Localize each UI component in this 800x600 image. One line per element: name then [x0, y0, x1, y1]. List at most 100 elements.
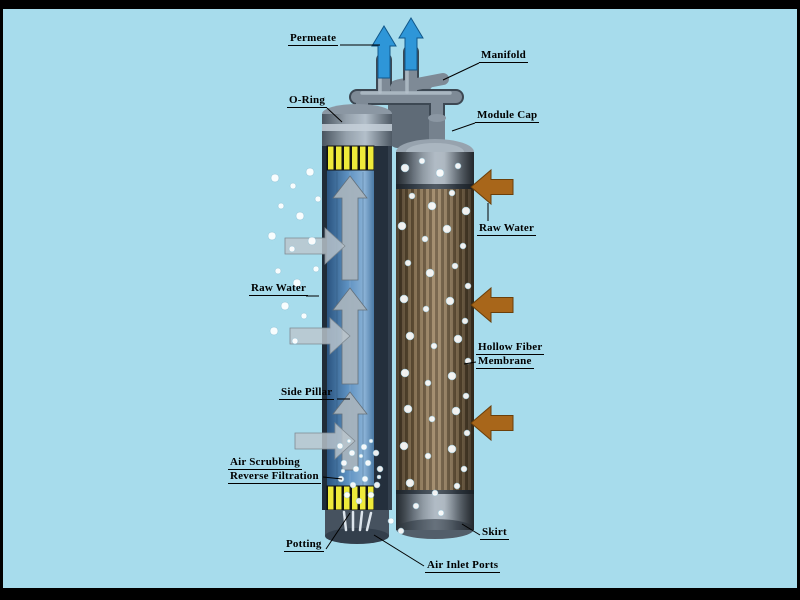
bubble — [453, 334, 463, 344]
label-o-ring: O-Ring — [287, 94, 328, 108]
permeate-arrow-icon — [371, 25, 397, 79]
bubble — [447, 444, 457, 454]
bubble — [368, 438, 374, 444]
feed-arrow-icon — [284, 227, 346, 265]
bubble — [405, 331, 415, 341]
label-hollow-fiber-line1: Hollow Fiber — [476, 341, 545, 355]
bubble — [430, 342, 438, 350]
bubble — [448, 189, 456, 197]
bubble — [461, 317, 469, 325]
label-hollow-fiber-line2: Membrane — [476, 355, 534, 369]
o-ring-band — [322, 124, 392, 131]
feed-arrows — [284, 227, 356, 460]
label-raw-water-right-text: Raw Water — [477, 222, 537, 236]
bubble — [428, 415, 436, 423]
potting-band-top — [326, 145, 375, 171]
potting-band-bottom — [326, 485, 375, 511]
leader-lines — [306, 44, 489, 567]
frame-top-bar — [0, 0, 800, 9]
bubble — [289, 182, 297, 190]
bubble — [340, 468, 346, 474]
bubble — [291, 337, 299, 345]
bubble — [403, 404, 413, 414]
label-air-scrubbing-line1: Air Scrubbing — [228, 456, 302, 470]
leader-o-ring — [326, 107, 343, 123]
bubble — [464, 282, 472, 290]
frame-bottom-bar — [0, 588, 800, 600]
bubble — [352, 465, 360, 473]
leader-manifold — [442, 62, 480, 81]
bubble — [404, 259, 412, 267]
side-pillar-edge — [388, 146, 392, 510]
bubble — [360, 443, 368, 451]
bubble — [376, 474, 382, 480]
label-potting: Potting — [284, 538, 324, 552]
air-inlet-slot — [358, 510, 364, 532]
bubble — [463, 429, 471, 437]
bubble — [397, 527, 405, 535]
bubble — [397, 221, 407, 231]
leader-air-inlet-ports — [373, 534, 425, 567]
bubble — [307, 236, 317, 246]
bubble — [408, 192, 416, 200]
permeate-arrows — [371, 17, 424, 79]
label-air-inlet-ports: Air Inlet Ports — [425, 559, 501, 573]
bubble — [421, 235, 429, 243]
bubble — [405, 478, 415, 488]
label-raw-water-left: Raw Water — [249, 282, 309, 296]
bubble — [464, 357, 472, 365]
bubble — [355, 497, 363, 505]
leader-potting — [325, 512, 351, 550]
right-module — [396, 114, 474, 539]
bubble — [343, 491, 351, 499]
bubble — [400, 163, 410, 173]
bubble — [453, 482, 461, 490]
label-side-pillar-text: Side Pillar — [279, 386, 335, 400]
bubble — [437, 509, 445, 517]
bubble — [442, 224, 452, 234]
leader-module-cap — [451, 122, 476, 132]
bubble — [447, 371, 457, 381]
bubble — [461, 206, 471, 216]
frame-right-bar — [797, 0, 800, 600]
bubble — [288, 245, 296, 253]
bubble — [358, 453, 364, 459]
leader-air-scrubbing — [322, 476, 343, 480]
label-skirt-text: Skirt — [480, 526, 509, 540]
bubble — [373, 481, 381, 489]
bubble — [424, 452, 432, 460]
bubble — [387, 517, 395, 525]
bubble — [340, 459, 348, 467]
bubble — [277, 202, 285, 210]
label-manifold: Manifold — [479, 49, 528, 63]
raw-water-arrow-icon — [470, 286, 514, 324]
label-module-cap: Module Cap — [475, 109, 540, 123]
bubble — [348, 449, 356, 457]
bubble — [336, 442, 344, 450]
feed-arrow-icon — [289, 317, 351, 355]
bubble — [459, 242, 467, 250]
bubble — [400, 368, 410, 378]
side-pillar-wall — [374, 146, 392, 510]
label-skirt: Skirt — [480, 526, 509, 540]
bubble — [425, 268, 435, 278]
bubble — [462, 392, 470, 400]
raw-water-arrow-icon — [470, 168, 514, 206]
bubble — [269, 326, 279, 336]
bubble — [412, 502, 420, 510]
bubble — [399, 441, 409, 451]
bubble — [367, 491, 375, 499]
label-raw-water-left-text: Raw Water — [249, 282, 309, 296]
label-raw-water-right: Raw Water — [477, 222, 537, 236]
bubble — [314, 195, 322, 203]
leader-hollow-fiber — [463, 361, 477, 365]
bubble — [349, 481, 357, 489]
bubble — [295, 211, 305, 221]
bubble — [435, 168, 445, 178]
bubble — [399, 294, 409, 304]
bubble — [292, 278, 302, 288]
bubble — [454, 162, 462, 170]
raw-water-arrows — [470, 168, 514, 442]
bubble — [267, 231, 277, 241]
